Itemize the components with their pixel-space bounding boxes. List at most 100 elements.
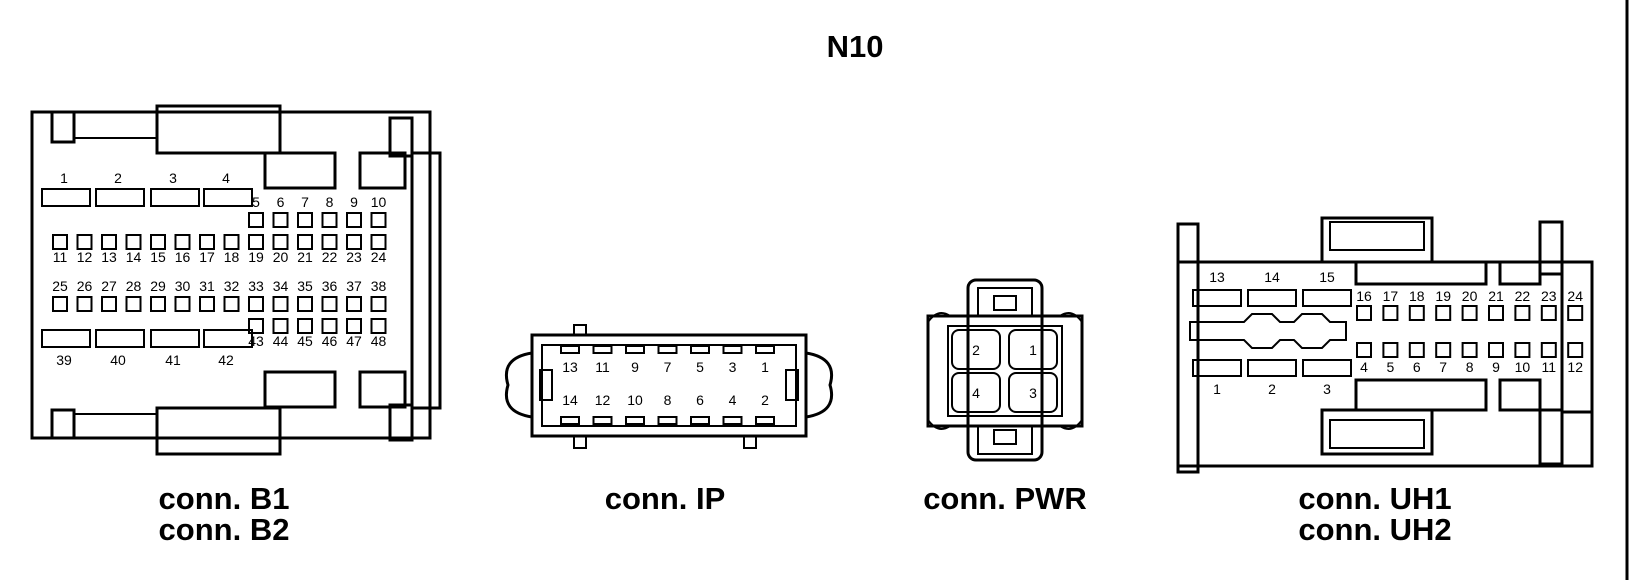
- pin-pwr-3: 3: [1008, 372, 1058, 413]
- pin-label: 6: [277, 194, 285, 210]
- pin-label: 41: [165, 352, 181, 368]
- pin-label: 14: [126, 249, 142, 265]
- pin-uh-12: 12: [1567, 342, 1584, 375]
- pin-label: 2: [114, 170, 122, 186]
- pin-label: 3: [1323, 381, 1331, 397]
- pin-label: 2: [972, 342, 980, 358]
- pin-label: 48: [371, 333, 387, 349]
- pin-label: 34: [273, 278, 289, 294]
- pin-label: 29: [150, 278, 166, 294]
- pin-label: 18: [224, 249, 240, 265]
- pin-label: 16: [1356, 288, 1372, 304]
- pin-label: 26: [77, 278, 93, 294]
- connector-b-housing: [30, 104, 442, 456]
- pin-b-22: 22: [321, 234, 338, 265]
- pin-label: 11: [1542, 359, 1557, 375]
- pin-b-23: 23: [346, 234, 362, 265]
- pin-label: 7: [664, 359, 672, 375]
- pin-label: 10: [627, 392, 643, 408]
- pin-label: 19: [248, 249, 264, 265]
- pin-label: 11: [53, 249, 68, 265]
- pin-label: 12: [1567, 359, 1583, 375]
- pin-label: 4: [729, 392, 737, 408]
- pin-b-37: 37: [346, 278, 362, 312]
- pin-label: 17: [1383, 288, 1399, 304]
- pin-label: 5: [1387, 359, 1395, 375]
- connector-ip-housing: [505, 324, 833, 449]
- pin-label: 6: [696, 392, 704, 408]
- pin-label: 13: [1209, 269, 1225, 285]
- pin-label: 9: [350, 194, 358, 210]
- pin-label: 1: [1213, 381, 1221, 397]
- pin-b-3: 3: [150, 170, 200, 207]
- pin-label: 2: [761, 392, 769, 408]
- pin-b-26: 26: [76, 278, 93, 312]
- connector-pwr-housing: [926, 278, 1084, 462]
- pin-label: 5: [696, 359, 704, 375]
- pin-b-15: 15: [150, 234, 166, 265]
- connector-b-caption-1: conn. B1: [159, 481, 290, 516]
- pin-label: 12: [595, 392, 611, 408]
- pin-uh-3: 3: [1302, 359, 1352, 397]
- pin-label: 37: [346, 278, 362, 294]
- pin-label: 40: [110, 352, 126, 368]
- pin-ip-3: 3: [722, 345, 743, 375]
- pin-label: 14: [562, 392, 578, 408]
- pin-label: 24: [1567, 288, 1583, 304]
- pin-label: 42: [218, 352, 234, 368]
- pin-ip-6: 6: [690, 392, 710, 425]
- pin-label: 27: [101, 278, 117, 294]
- pin-uh-21: 21: [1488, 288, 1504, 321]
- pin-label: 24: [371, 249, 387, 265]
- pin-b-38: 38: [370, 278, 387, 312]
- pin-label: 39: [56, 352, 72, 368]
- pin-label: 4: [1360, 359, 1368, 375]
- pin-label: 1: [60, 170, 68, 186]
- pin-label: 23: [346, 249, 362, 265]
- pin-b-19: 19: [248, 234, 264, 265]
- pin-label: 3: [729, 359, 737, 375]
- pin-b-30: 30: [174, 278, 191, 312]
- pin-label: 12: [77, 249, 93, 265]
- pin-label: 44: [273, 333, 289, 349]
- pin-ip-1: 1: [755, 345, 775, 375]
- pin-label: 28: [126, 278, 142, 294]
- pin-label: 1: [1029, 342, 1037, 358]
- pin-label: 10: [371, 194, 387, 210]
- pin-uh-2: 2: [1247, 359, 1297, 397]
- pin-label: 8: [326, 194, 334, 210]
- pin-label: 32: [224, 278, 240, 294]
- pin-label: 21: [1488, 288, 1504, 304]
- pin-uh-13: 13: [1192, 269, 1242, 307]
- pin-b-44: 44: [272, 318, 289, 349]
- pin-b-4: 4: [203, 170, 253, 207]
- pin-ip-11: 11: [592, 345, 613, 375]
- pin-uh-14: 14: [1247, 269, 1297, 307]
- pin-label: 47: [346, 333, 362, 349]
- pin-label: 43: [248, 333, 264, 349]
- pin-label: 6: [1413, 359, 1421, 375]
- pin-label: 4: [222, 170, 230, 186]
- pin-label: 46: [322, 333, 338, 349]
- pin-pwr-4: 4: [951, 372, 1001, 413]
- pin-ip-9: 9: [625, 345, 645, 375]
- connector-b-caption-2: conn. B2: [159, 512, 290, 547]
- pin-label: 20: [1462, 288, 1478, 304]
- pin-b-21: 21: [297, 234, 313, 265]
- pin-uh-17: 17: [1382, 288, 1399, 321]
- pin-uh-24: 24: [1567, 288, 1584, 321]
- pin-label: 7: [1439, 359, 1447, 375]
- pin-uh-4: 4: [1356, 342, 1372, 375]
- pin-label: 5: [252, 194, 260, 210]
- pin-b-17: 17: [199, 234, 215, 265]
- pin-ip-10: 10: [625, 392, 645, 425]
- pin-ip-2: 2: [755, 392, 775, 425]
- pin-b-16: 16: [174, 234, 191, 265]
- pin-b-8: 8: [321, 194, 338, 228]
- pin-b-47: 47: [346, 318, 362, 349]
- pin-b-11: 11: [52, 234, 68, 265]
- pin-b-39: 39: [41, 329, 91, 368]
